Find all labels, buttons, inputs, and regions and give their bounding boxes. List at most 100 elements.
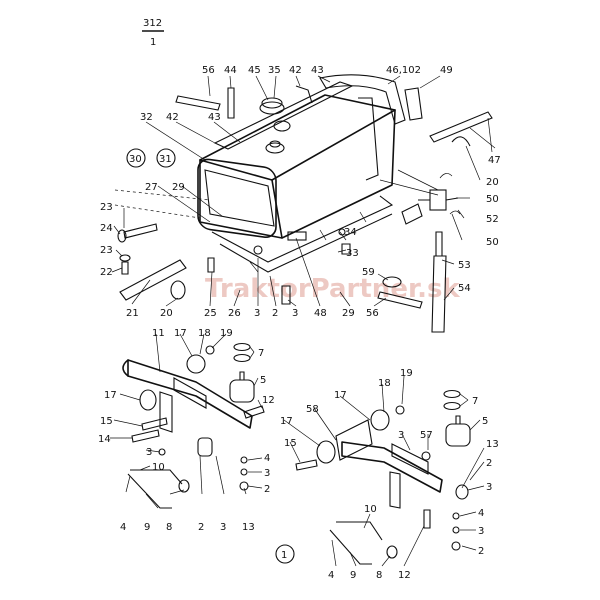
pipe-21 bbox=[119, 259, 187, 301]
label-21: 21 bbox=[126, 308, 139, 319]
label-3b: 3 bbox=[292, 308, 298, 319]
label-2c: 2 bbox=[264, 484, 270, 495]
label-53: 53 bbox=[458, 260, 471, 271]
label-9: 9 bbox=[144, 522, 150, 533]
nut-19b bbox=[395, 405, 405, 415]
left-support bbox=[122, 354, 253, 509]
washer-7b bbox=[233, 353, 251, 363]
label-50: 50 bbox=[486, 194, 499, 205]
circle-30-label: 30 bbox=[129, 154, 142, 165]
label-20b: 20 bbox=[160, 308, 173, 319]
label-33: 33 bbox=[346, 248, 359, 259]
bolt-57 bbox=[421, 451, 431, 461]
label-32: 32 bbox=[140, 112, 153, 123]
tube-53 bbox=[435, 231, 443, 257]
bolt-14 bbox=[131, 429, 160, 443]
label-17d: 17 bbox=[334, 390, 347, 401]
label-19: 19 bbox=[220, 328, 233, 339]
bolt-24 bbox=[123, 223, 158, 239]
right-support bbox=[316, 409, 469, 565]
ring-20 bbox=[170, 280, 186, 300]
bolt-15b bbox=[295, 459, 318, 471]
label-17c: 17 bbox=[280, 416, 293, 427]
washer-7a bbox=[233, 342, 251, 352]
circle-31 bbox=[156, 148, 176, 168]
label-3: 3 bbox=[254, 308, 260, 319]
label-8b: 8 bbox=[376, 570, 382, 581]
label-13b: 13 bbox=[486, 439, 499, 450]
label-4b: 4 bbox=[264, 453, 270, 464]
label-4d: 4 bbox=[328, 570, 334, 581]
label-46-102: 46,102 bbox=[386, 65, 421, 76]
label-23b: 23 bbox=[100, 245, 113, 256]
bolt-25 bbox=[207, 257, 215, 273]
label-19b: 19 bbox=[400, 368, 413, 379]
label-10b: 10 bbox=[364, 504, 377, 515]
label-13: 13 bbox=[242, 522, 255, 533]
washer-7c bbox=[443, 389, 461, 399]
circle-31-label: 31 bbox=[159, 154, 172, 165]
label-42: 42 bbox=[289, 65, 302, 76]
label-45: 45 bbox=[248, 65, 261, 76]
label-44: 44 bbox=[224, 65, 237, 76]
clamp-20 bbox=[451, 136, 471, 147]
bolt-22 bbox=[121, 261, 129, 275]
page-number: 312 1 bbox=[142, 18, 164, 48]
fuel-tank bbox=[197, 74, 406, 239]
circle-30 bbox=[126, 148, 146, 168]
clamp-59 bbox=[382, 276, 402, 288]
label-49: 49 bbox=[440, 65, 453, 76]
bolt-12 bbox=[243, 405, 265, 419]
washer-7d bbox=[443, 401, 461, 411]
label-11: 11 bbox=[152, 328, 165, 339]
filler-49 bbox=[404, 87, 423, 121]
label-59: 59 bbox=[362, 267, 375, 278]
label-50b: 50 bbox=[486, 237, 499, 248]
circle-1-label: 1 bbox=[281, 550, 287, 561]
bolt-12b bbox=[423, 509, 431, 529]
gasket-35 bbox=[261, 97, 283, 109]
page-number-top: 312 bbox=[143, 18, 162, 29]
label-2: 2 bbox=[272, 308, 278, 319]
label-2b: 2 bbox=[198, 522, 204, 533]
label-15b: 15 bbox=[284, 438, 297, 449]
label-43b: 43 bbox=[208, 112, 221, 123]
circle-1 bbox=[275, 544, 295, 564]
label-23: 23 bbox=[100, 202, 113, 213]
label-25: 25 bbox=[204, 308, 217, 319]
mount-5-left bbox=[229, 371, 255, 403]
tube-54 bbox=[431, 255, 447, 333]
leader-lines bbox=[110, 75, 493, 567]
label-20: 20 bbox=[486, 177, 499, 188]
bolt-15 bbox=[141, 417, 168, 431]
mount-5-right bbox=[445, 415, 471, 447]
label-47: 47 bbox=[488, 155, 501, 166]
label-54: 54 bbox=[458, 283, 471, 294]
label-29b: 29 bbox=[342, 308, 355, 319]
label-56: 56 bbox=[202, 65, 215, 76]
label-18: 18 bbox=[198, 328, 211, 339]
label-9b: 9 bbox=[350, 570, 356, 581]
label-3d: 3 bbox=[220, 522, 226, 533]
label-48: 48 bbox=[314, 308, 327, 319]
label-15: 15 bbox=[100, 416, 113, 427]
pipe-47 bbox=[429, 111, 493, 143]
label-52: 52 bbox=[486, 214, 499, 225]
label-27: 27 bbox=[145, 182, 158, 193]
strap-56-top bbox=[175, 95, 221, 111]
label-22: 22 bbox=[100, 267, 113, 278]
label-3e: 3 bbox=[264, 468, 270, 479]
label-58: 58 bbox=[306, 404, 319, 415]
label-4: 4 bbox=[120, 522, 126, 533]
page-number-bottom: 1 bbox=[150, 37, 156, 48]
bolt-48 bbox=[281, 285, 291, 305]
label-17b: 17 bbox=[104, 390, 117, 401]
label-26: 26 bbox=[228, 308, 241, 319]
label-14: 14 bbox=[98, 434, 111, 445]
nut-19 bbox=[205, 345, 215, 355]
watermark: TraktorPartner.sk bbox=[205, 274, 460, 304]
reference-line bbox=[114, 189, 211, 219]
label-18b: 18 bbox=[378, 378, 391, 389]
label-5: 5 bbox=[260, 375, 266, 386]
